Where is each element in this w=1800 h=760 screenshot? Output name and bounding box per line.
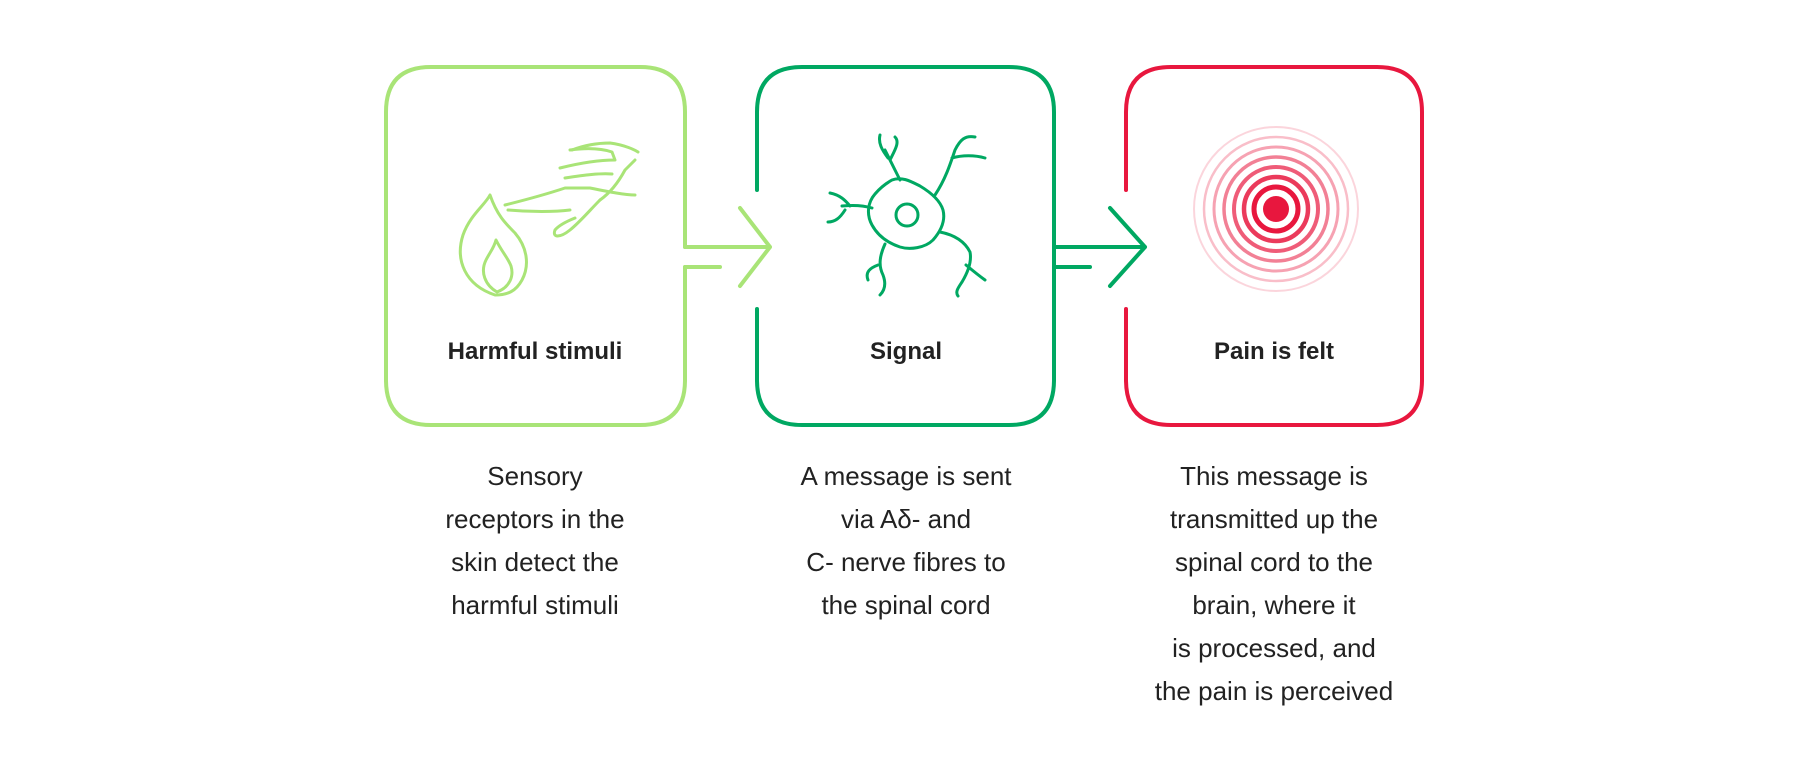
step-title-signal: Signal [869,338,942,365]
arrow-connector-1 [683,206,772,288]
step-description-signal: A message is sent via Aδ- and C- nerve f… [800,461,1012,620]
card-harmful-stimuli [384,65,772,427]
card-outline [755,65,1056,427]
step-description-harmful-stimuli: Sensory receptors in the skin detect the… [445,461,625,620]
arrow-connector-2 [1052,206,1147,288]
pain-target-icon [1193,126,1359,292]
step-description-pain-is-felt: This message is transmitted up the spina… [1154,461,1394,706]
card-outline [1124,65,1424,427]
hand-icon [503,141,640,238]
step-title-harmful-stimuli: Harmful stimuli [447,338,623,365]
card-pain-is-felt [1124,65,1424,427]
step-title-pain-is-felt: Pain is felt [1213,338,1335,365]
card-signal [755,65,1147,427]
flame-icon [458,193,528,297]
card-outline [384,65,687,427]
neuron-icon [826,133,987,298]
